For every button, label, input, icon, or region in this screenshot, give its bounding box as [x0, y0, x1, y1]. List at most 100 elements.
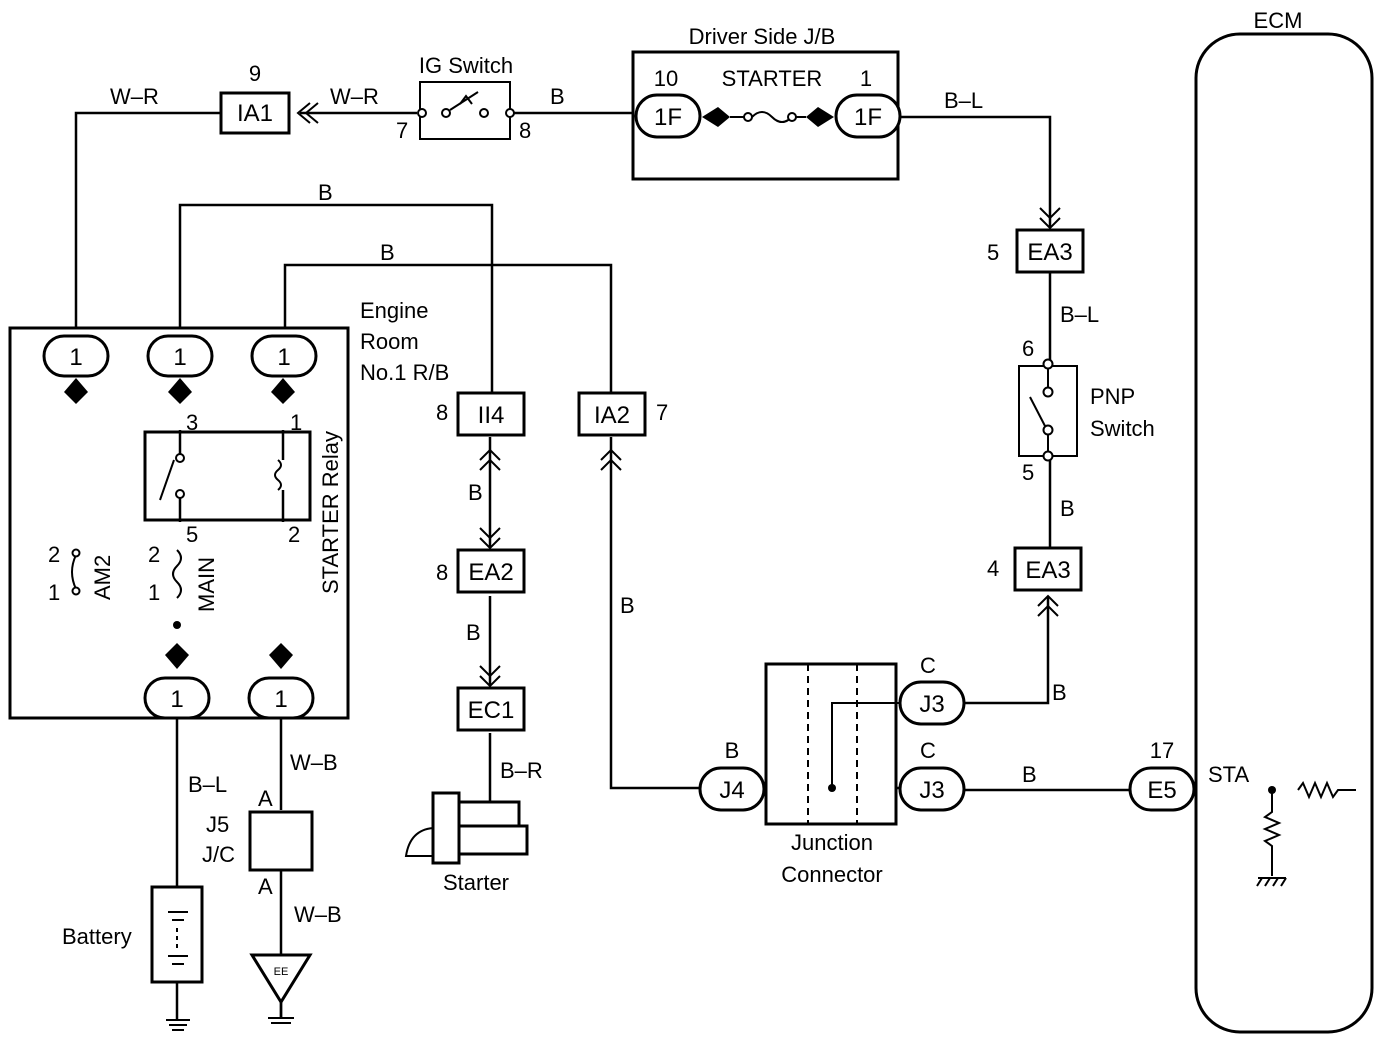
wire-b-ia2-to-j4 — [609, 437, 700, 790]
connector-ea2: EA2 — [456, 548, 526, 594]
j5-label-2: J/C — [202, 842, 235, 867]
main-fuse-label: MAIN — [194, 557, 219, 612]
wire-label-br: B–R — [500, 758, 543, 783]
wire-label-bl: B–L — [1060, 302, 1099, 327]
connector-ii4: II4 — [456, 391, 526, 437]
connector-ea3-bottom: EA3 — [1013, 546, 1083, 592]
pnp-pin-5: 5 — [1022, 460, 1034, 485]
wire-label-wb: W–B — [290, 750, 338, 775]
driver-side-jb: 1F 1F 10 1 STARTER — [631, 50, 902, 181]
connector-e5: E5 — [1128, 766, 1196, 812]
jc-pin-a: A — [258, 874, 273, 899]
starter-motor — [404, 791, 529, 865]
wire-b-relay-to-ia2 — [283, 263, 613, 392]
svg-text:EC1: EC1 — [468, 697, 515, 724]
main-pin-2: 2 — [148, 542, 160, 567]
wire-label-wb: W–B — [294, 902, 342, 927]
am2-fuse-label: AM2 — [90, 555, 115, 600]
relay-pin-2: 2 — [288, 522, 300, 547]
ia2-pin: 7 — [656, 400, 668, 425]
starter-fuse-label: STARTER — [722, 66, 823, 91]
ecm-sta-label: STA — [1208, 762, 1249, 787]
jb-left-pin: 10 — [654, 66, 678, 91]
svg-text:EA2: EA2 — [468, 559, 513, 586]
engine-room-label-1: Engine — [360, 298, 429, 323]
wire-label-b: B — [318, 180, 333, 205]
pnp-label-1: PNP — [1090, 384, 1135, 409]
connector-j3-bottom: J3 — [898, 766, 966, 812]
rb-pin-label: 1 — [170, 686, 183, 713]
svg-text:IA1: IA1 — [237, 100, 273, 127]
wire-b-ea3-to-j3 — [965, 596, 1050, 705]
wire-label-wr: W–R — [110, 84, 159, 109]
ea3-bottom-pin: 4 — [987, 556, 999, 581]
svg-text:J4: J4 — [719, 777, 744, 804]
j5-junction-connector: A A J5 J/C — [202, 786, 314, 899]
j3-top-pin: C — [920, 653, 936, 678]
junction-connector — [764, 662, 900, 826]
ground-ee: EE — [249, 953, 313, 1024]
ig-switch-label: IG Switch — [419, 53, 513, 78]
connector-ec1: EC1 — [456, 686, 526, 732]
wire-b-relay-to-ii4 — [178, 203, 494, 392]
wire-label-b: B — [466, 620, 481, 645]
relay-pin-1: 1 — [290, 410, 302, 435]
wire-label-b: B — [1052, 680, 1067, 705]
starter-relay-label: STARTER Relay — [318, 431, 343, 594]
wire-label-b: B — [380, 240, 395, 265]
pnp-label-2: Switch — [1090, 416, 1155, 441]
ia1-pin: 9 — [249, 61, 261, 86]
ea2-pin: 8 — [436, 560, 448, 585]
wire-label-b: B — [468, 480, 483, 505]
wire-label-wr: W–R — [330, 84, 379, 109]
j4-pin: B — [725, 738, 740, 763]
battery-label: Battery — [62, 924, 132, 949]
jb-left-connector: 1F — [654, 104, 682, 131]
ig-switch — [417, 81, 515, 140]
starter-label: Starter — [443, 870, 509, 895]
rb-pin-label: 1 — [69, 344, 82, 371]
svg-text:II4: II4 — [478, 402, 505, 429]
wire-label-b: B — [1060, 496, 1075, 521]
wire-label-b: B — [1022, 762, 1037, 787]
relay-pin-5: 5 — [186, 522, 198, 547]
battery: Battery — [62, 885, 204, 1031]
connector-ia1: IA1 9 — [219, 61, 319, 135]
ig-pin-7: 7 — [396, 118, 408, 143]
pnp-switch — [1018, 358, 1078, 462]
wire-label-b: B — [620, 593, 635, 618]
connector-ia2: IA2 — [577, 391, 647, 437]
am2-pin-1: 1 — [48, 580, 60, 605]
pnp-pin-6: 6 — [1022, 336, 1034, 361]
driver-side-jb-label: Driver Side J/B — [689, 24, 836, 49]
wire-label-bl: B–L — [944, 88, 983, 113]
e5-pin: 17 — [1150, 738, 1174, 763]
svg-text:EA3: EA3 — [1025, 557, 1070, 584]
jc-pin-a: A — [258, 786, 273, 811]
engine-room-label-3: No.1 R/B — [360, 360, 449, 385]
svg-text:EA3: EA3 — [1027, 239, 1072, 266]
rb-pin-label: 1 — [173, 344, 186, 371]
am2-pin-2: 2 — [48, 542, 60, 567]
engine-room-relay-block — [8, 326, 350, 720]
connector-j3-top: J3 — [898, 680, 966, 726]
main-pin-1: 1 — [148, 580, 160, 605]
svg-text:J3: J3 — [919, 691, 944, 718]
rb-connectors: 1 1 1 1 1 — [42, 334, 318, 720]
ecm-label: ECM — [1254, 8, 1303, 33]
svg-text:IA2: IA2 — [594, 402, 630, 429]
ii4-pin: 8 — [436, 400, 448, 425]
jb-right-pin: 1 — [860, 66, 872, 91]
connector-j4: J4 — [698, 766, 766, 812]
engine-room-label-2: Room — [360, 329, 419, 354]
ig-pin-8: 8 — [519, 118, 531, 143]
jb-right-connector: 1F — [854, 104, 882, 131]
j5-label-1: J5 — [206, 812, 229, 837]
junction-label-2: Connector — [781, 862, 883, 887]
svg-text:E5: E5 — [1147, 777, 1176, 804]
rb-pin-label: 1 — [274, 686, 287, 713]
j3-bottom-pin: C — [920, 738, 936, 763]
ea3-top-pin: 5 — [987, 240, 999, 265]
wire-label-b: B — [550, 84, 565, 109]
